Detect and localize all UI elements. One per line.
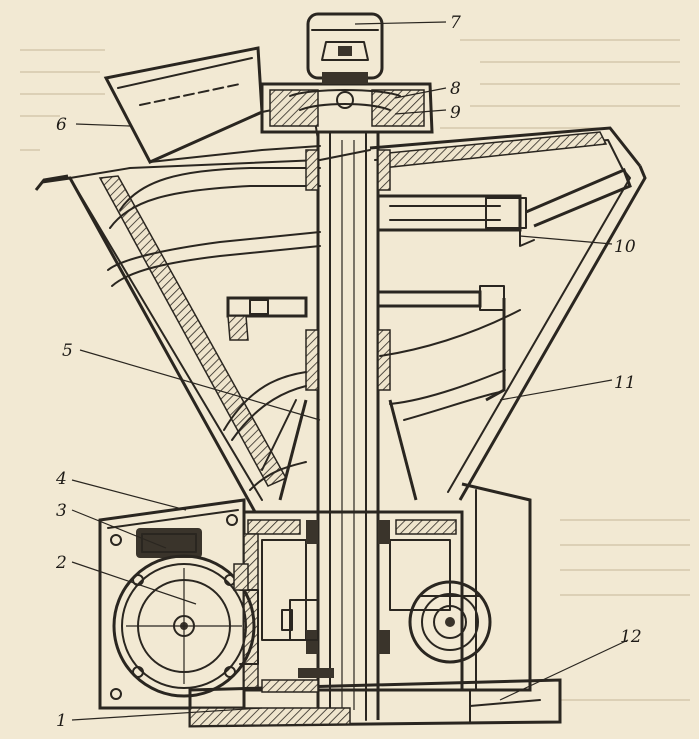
label-4: 4 (55, 469, 67, 489)
label-3: 3 (56, 501, 67, 521)
label-2: 2 (55, 553, 67, 573)
label-9: 9 (450, 103, 461, 123)
base-housing (98, 482, 562, 728)
inner-cone (223, 369, 506, 501)
label-1: 1 (56, 711, 67, 731)
label-7: 7 (450, 13, 461, 33)
hopper-body (34, 126, 647, 513)
label-5: 5 (62, 341, 73, 361)
electric-motor (112, 554, 259, 698)
rotor-arms (226, 168, 632, 402)
leader-lines (71, 21, 629, 721)
label-11: 11 (614, 373, 636, 393)
part-number-labels: 7 8 9 6 10 5 11 4 3 2 12 1 (55, 13, 642, 731)
label-6: 6 (56, 115, 67, 135)
background-text-ghost (20, 39, 690, 701)
label-12: 12 (620, 627, 642, 647)
top-cap-assembly (260, 12, 434, 134)
label-8: 8 (450, 79, 461, 99)
label-10: 10 (614, 237, 636, 257)
